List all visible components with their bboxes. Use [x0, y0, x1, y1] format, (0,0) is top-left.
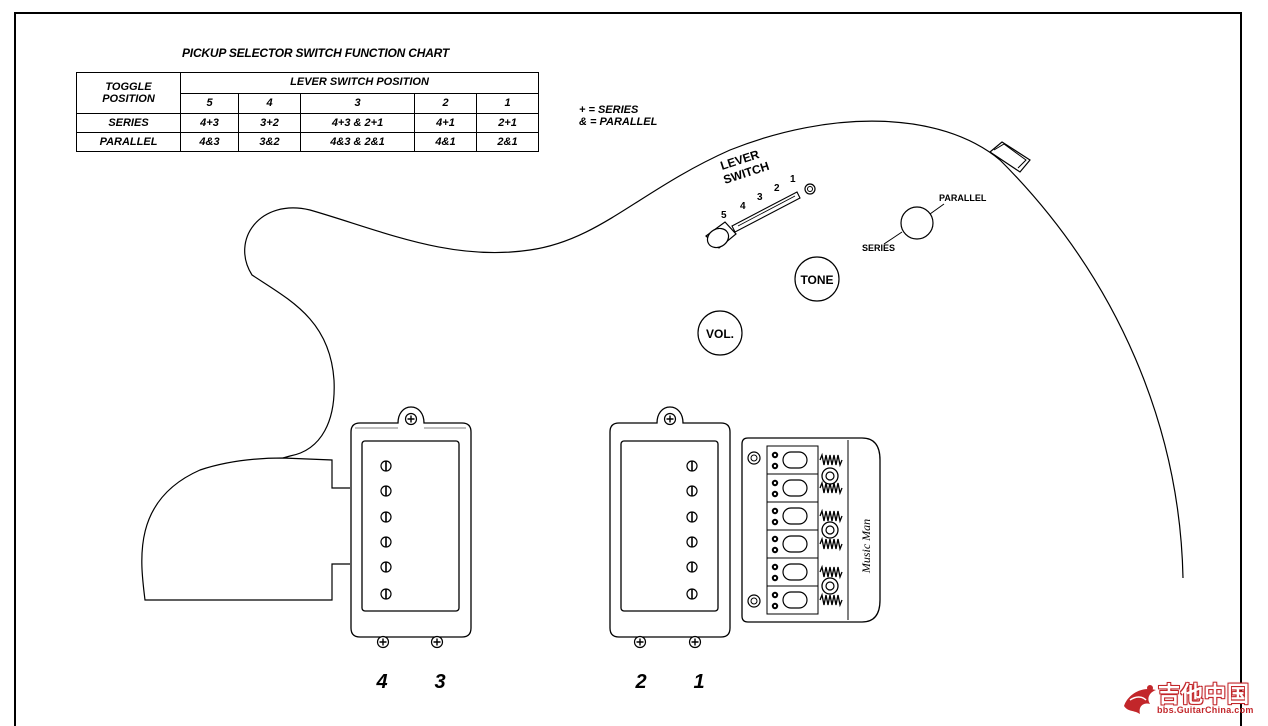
lever-pos-2: 2 — [774, 183, 780, 194]
watermark-url: bbs.GuitarChina.com — [1157, 705, 1254, 715]
lever-position-1: 1 — [475, 92, 540, 114]
table-cell: 4&1 — [414, 132, 477, 152]
table-row-parallel: PARALLEL 4&3 3&2 4&3 & 2&1 4&1 2&1 — [76, 132, 540, 152]
table-cell: 3&2 — [238, 132, 301, 152]
lever-pos-3: 3 — [757, 192, 763, 203]
bridge-saddles — [766, 445, 819, 615]
table-cell: 2&1 — [475, 132, 540, 152]
watermark-text: 吉他中国 — [1158, 682, 1251, 707]
coil-number-1: 1 — [693, 671, 704, 693]
bridge-brand-logo: Music Man — [859, 519, 873, 574]
coil-number-4: 4 — [375, 671, 387, 693]
toggle-series-label: SERIES — [862, 243, 895, 253]
table-cell: 2+1 — [475, 113, 540, 133]
toggle-parallel-label: PARALLEL — [939, 193, 987, 203]
coil-number-2: 2 — [634, 671, 646, 693]
lever-pos-5: 5 — [721, 210, 727, 221]
tone-label: TONE — [800, 273, 833, 287]
lever-pos-1: 1 — [790, 174, 796, 185]
body-outline — [244, 120, 1184, 579]
toggle-switch: SERIES PARALLEL — [862, 193, 987, 253]
coil-number-3: 3 — [434, 671, 445, 693]
tone-knob: TONE — [794, 256, 840, 302]
chart-title: PICKUP SELECTOR SWITCH FUNCTION CHART — [182, 46, 450, 60]
table-row-series: SERIES 4+3 3+2 4+3 & 2+1 4+1 2+1 — [76, 113, 540, 133]
lever-pos-4: 4 — [740, 201, 746, 212]
neck-pocket-outline — [141, 457, 350, 601]
volume-label: VOL. — [706, 327, 734, 341]
legend-parallel: & = PARALLEL — [579, 116, 658, 128]
toggle-position-header: TOGGLE POSITION — [76, 72, 181, 114]
table-cell: 4&3 & 2&1 — [300, 132, 415, 152]
volume-knob: VOL. — [697, 310, 743, 356]
watermark-logo — [1124, 685, 1156, 714]
neck-humbucker — [350, 406, 472, 649]
legend-series: + = SERIES — [579, 104, 639, 116]
jack-plate — [988, 141, 1031, 173]
symbol-legend: + = SERIES& = PARALLEL — [579, 104, 657, 128]
bridge: Music Man — [741, 437, 881, 623]
drawing-frame — [14, 12, 1242, 726]
table-cell: 4+1 — [414, 113, 477, 133]
bridge-humbucker — [609, 406, 731, 649]
table-cell: 3+2 — [238, 113, 301, 133]
bridge-mount-screws — [821, 467, 839, 595]
lever-switch: LEVER SWITCH 5 4 3 2 1 — [705, 147, 816, 249]
switch-function-table: TOGGLE POSITION LEVER SWITCH POSITION 5 … — [76, 72, 540, 152]
